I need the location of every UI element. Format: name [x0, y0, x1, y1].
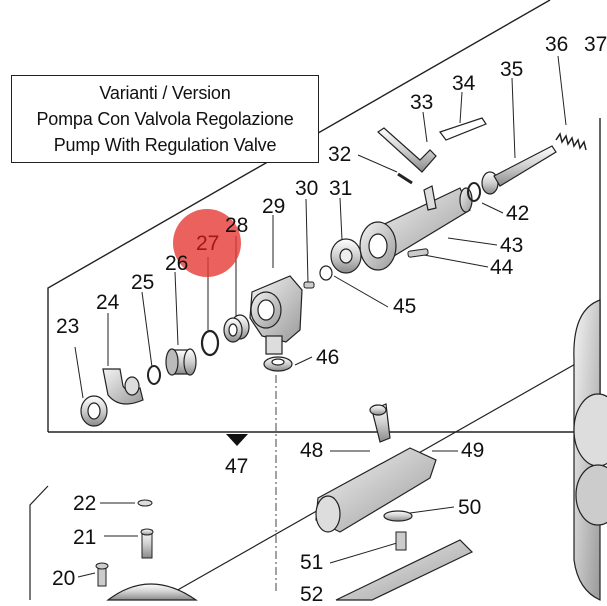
variant-info-box: Varianti / Version Pompa Con Valvola Reg… — [11, 75, 319, 163]
part-label-44[interactable]: 44 — [490, 256, 514, 279]
part-label-34[interactable]: 34 — [452, 72, 476, 95]
highlight-circle-27 — [173, 209, 241, 277]
part-label-49[interactable]: 49 — [461, 439, 485, 462]
part-label-37[interactable]: 37 — [584, 33, 607, 56]
part-label-50[interactable]: 50 — [458, 496, 482, 519]
part-label-47[interactable]: 47 — [225, 455, 249, 478]
part-35-rod — [481, 145, 557, 195]
part-label-36[interactable]: 36 — [545, 33, 569, 56]
part-44-bolt — [407, 248, 429, 258]
part-label-32[interactable]: 32 — [328, 143, 352, 166]
variant-description-en: Pump With Regulation Valve — [53, 135, 277, 155]
part-36-spring — [555, 132, 587, 151]
part-29-pump-head — [249, 275, 303, 355]
callout-arrow-47 — [226, 434, 248, 446]
part-45-washer — [319, 265, 333, 281]
part-label-30[interactable]: 30 — [295, 177, 319, 200]
part-label-26[interactable]: 26 — [165, 252, 189, 275]
part-34-clip — [439, 117, 487, 141]
part-25-oring — [147, 365, 161, 385]
part-label-27[interactable]: 27 — [196, 232, 220, 255]
part-label-35[interactable]: 35 — [500, 58, 524, 81]
part-right-pump-body — [573, 299, 607, 601]
part-label-42[interactable]: 42 — [506, 202, 530, 225]
part-32-pin — [397, 172, 413, 185]
part-51-bolt — [395, 531, 407, 551]
part-20-screw — [95, 562, 109, 587]
part-23-clamp — [80, 395, 108, 427]
diagram-canvas — [29, 0, 607, 601]
part-label-21[interactable]: 21 — [73, 526, 97, 549]
part-49-housing — [315, 447, 437, 533]
part-label-46[interactable]: 46 — [316, 346, 340, 369]
exploded-parts-diagram: Varianti / Version Pompa Con Valvola Reg… — [11, 0, 607, 606]
part-label-48[interactable]: 48 — [300, 439, 324, 462]
part-31-disc — [330, 238, 362, 274]
part-28-bushing — [223, 314, 250, 343]
part-42-oring — [467, 182, 481, 202]
part-21-valve — [140, 528, 154, 559]
part-label-23[interactable]: 23 — [56, 315, 80, 338]
part-label-43[interactable]: 43 — [500, 234, 524, 257]
part-24-elbow — [102, 368, 144, 405]
lower-dome — [106, 583, 198, 601]
part-22-washer — [137, 499, 153, 507]
part-label-51[interactable]: 51 — [300, 551, 324, 574]
part-label-52[interactable]: 52 — [300, 583, 324, 606]
part-43-cylinder-body — [359, 185, 473, 271]
part-label-24[interactable]: 24 — [96, 291, 120, 314]
variant-title: Varianti / Version — [99, 83, 231, 103]
part-48-bolt — [369, 403, 391, 443]
part-label-33[interactable]: 33 — [410, 91, 434, 114]
variant-description-it: Pompa Con Valvola Regolazione — [36, 109, 294, 129]
part-label-20[interactable]: 20 — [52, 567, 76, 590]
part-46-nut — [263, 356, 293, 372]
part-26-fitting — [165, 348, 197, 376]
part-label-29[interactable]: 29 — [262, 195, 286, 218]
part-33-lever — [377, 127, 437, 173]
part-label-31[interactable]: 31 — [329, 177, 353, 200]
part-27-oring — [200, 329, 220, 357]
part-52-plate — [335, 539, 474, 601]
part-label-45[interactable]: 45 — [393, 295, 417, 318]
part-label-28[interactable]: 28 — [225, 214, 249, 237]
part-label-25[interactable]: 25 — [131, 271, 155, 294]
part-30-screw — [303, 281, 315, 289]
part-label-22[interactable]: 22 — [73, 492, 97, 515]
part-50-disc — [383, 510, 413, 522]
